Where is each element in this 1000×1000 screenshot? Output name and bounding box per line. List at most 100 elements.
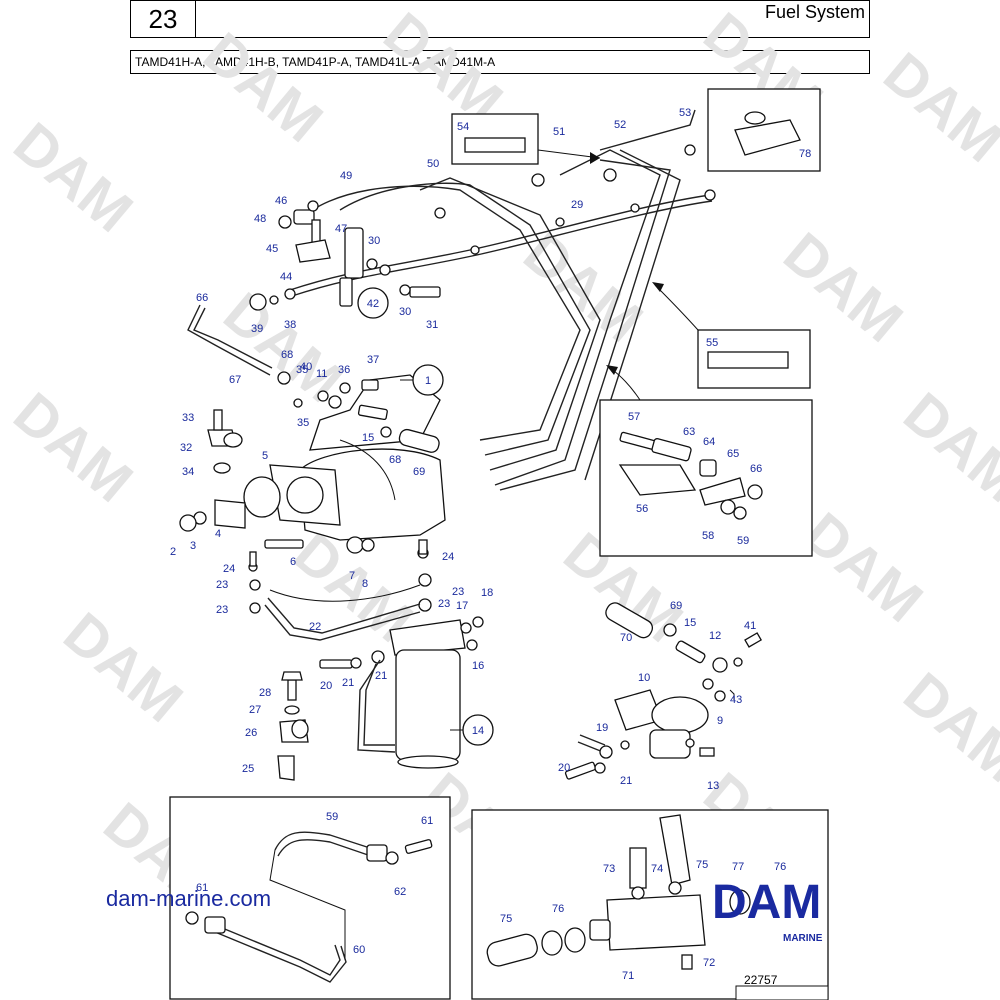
part-label: 45	[266, 243, 278, 255]
watermark: DAM	[892, 380, 1000, 515]
part-label: 30	[368, 235, 380, 247]
part-label: 78	[799, 148, 811, 160]
part-label: 8	[362, 578, 368, 590]
part-label: 66	[196, 292, 208, 304]
watermark: DAM	[892, 660, 1000, 795]
watermark: DAM	[2, 380, 145, 515]
part-label: 39	[251, 323, 263, 335]
part-label: 11	[316, 368, 327, 380]
callout-1: 1	[425, 375, 431, 387]
part-label: 5	[262, 450, 268, 462]
part-label: 36	[338, 364, 350, 376]
fuel-filter	[248, 539, 484, 769]
part-label: 7	[349, 570, 355, 582]
part-label: 22	[309, 621, 321, 633]
header-bar: 23 Fuel System	[130, 0, 870, 38]
part-label: 23	[452, 586, 464, 598]
part-label: 76	[774, 861, 786, 873]
part-label: 74	[651, 863, 663, 875]
part-label: 21	[342, 677, 354, 689]
part-label: 76	[552, 903, 564, 915]
part-label: 54	[457, 121, 469, 133]
part-label: 72	[703, 957, 715, 969]
part-label: 69	[670, 600, 682, 612]
part-label: 66	[750, 463, 762, 475]
part-label: 47	[335, 223, 347, 235]
part-label: 4	[215, 528, 221, 540]
part-label: 20	[320, 680, 332, 692]
part-label: 68	[281, 349, 293, 361]
part-label: 32	[180, 442, 192, 454]
inset-box-54	[652, 282, 811, 389]
part-label: 30	[399, 306, 411, 318]
part-label: 2	[170, 546, 176, 558]
part-label: 70	[620, 632, 632, 644]
part-label: 40	[300, 361, 312, 373]
part-label: 17	[456, 600, 468, 612]
part-label: 77	[732, 861, 744, 873]
part-label: 46	[275, 195, 287, 207]
injector-assembly	[249, 144, 716, 311]
part-label: 25	[242, 763, 254, 775]
logo-subtitle: MARINE	[783, 933, 823, 944]
part-label: 61	[421, 815, 433, 827]
part-label: 37	[367, 354, 379, 366]
section-number: 23	[131, 1, 196, 37]
callout-42: 42	[367, 298, 379, 310]
part-label: 27	[249, 704, 261, 716]
part-label: 29	[571, 199, 583, 211]
part-label: 23	[216, 604, 228, 616]
part-label: 28	[259, 687, 271, 699]
part-label: 51	[553, 126, 565, 138]
part-label: 62	[394, 886, 406, 898]
part-label: 50	[427, 158, 439, 170]
part-label: 68	[389, 454, 401, 466]
part-label: 10	[638, 672, 650, 684]
callout-14: 14	[472, 725, 484, 737]
website-link[interactable]: dam-marine.com	[106, 886, 272, 911]
part-label: 48	[254, 213, 266, 225]
part-label: 43	[730, 694, 742, 706]
part-label: 21	[620, 775, 632, 787]
part-label: 59	[326, 811, 338, 823]
logo-text: DAM	[712, 876, 821, 929]
part-label: 20	[558, 762, 570, 774]
part-label: 59	[737, 535, 749, 547]
injector	[344, 227, 364, 279]
watermark: DAM	[792, 500, 935, 635]
part-label: 56	[636, 503, 648, 515]
part-label: 41	[744, 620, 756, 632]
model-list: TAMD41H-A, TAMD41H-B, TAMD41P-A, TAMD41L…	[130, 50, 870, 74]
part-label: 61	[196, 882, 208, 894]
part-label: 26	[245, 727, 257, 739]
part-label: 9	[717, 715, 723, 727]
part-label: 18	[481, 587, 493, 599]
inset-box-59-61	[169, 796, 451, 1000]
part-label: 33	[182, 412, 194, 424]
part-label: 21	[375, 670, 387, 682]
part-label: 64	[703, 436, 715, 448]
watermark: DAM	[872, 40, 1000, 175]
figure-number-box: 22757	[735, 973, 829, 1000]
part-label: 53	[679, 107, 691, 119]
part-label: 24	[223, 563, 235, 575]
part-label: 57	[628, 411, 640, 423]
part-label: 24	[442, 551, 454, 563]
part-label: 55	[706, 337, 718, 349]
bracket-assembly	[277, 671, 309, 781]
part-label: 13	[707, 780, 719, 792]
part-label: 52	[614, 119, 626, 131]
part-label: 67	[229, 374, 241, 386]
watermark: DAM	[2, 110, 145, 245]
part-label: 71	[622, 970, 634, 982]
inset-box-53	[451, 113, 601, 165]
figure-number: 22757	[744, 973, 778, 987]
inset-box-70-76	[471, 809, 829, 1000]
part-label: 75	[696, 859, 708, 871]
part-label: 12	[709, 630, 721, 642]
part-label: 19	[596, 722, 608, 734]
part-label: 31	[426, 319, 438, 331]
part-label: 65	[727, 448, 739, 460]
inset-box-55-65	[599, 365, 813, 557]
part-label: 15	[362, 432, 374, 444]
